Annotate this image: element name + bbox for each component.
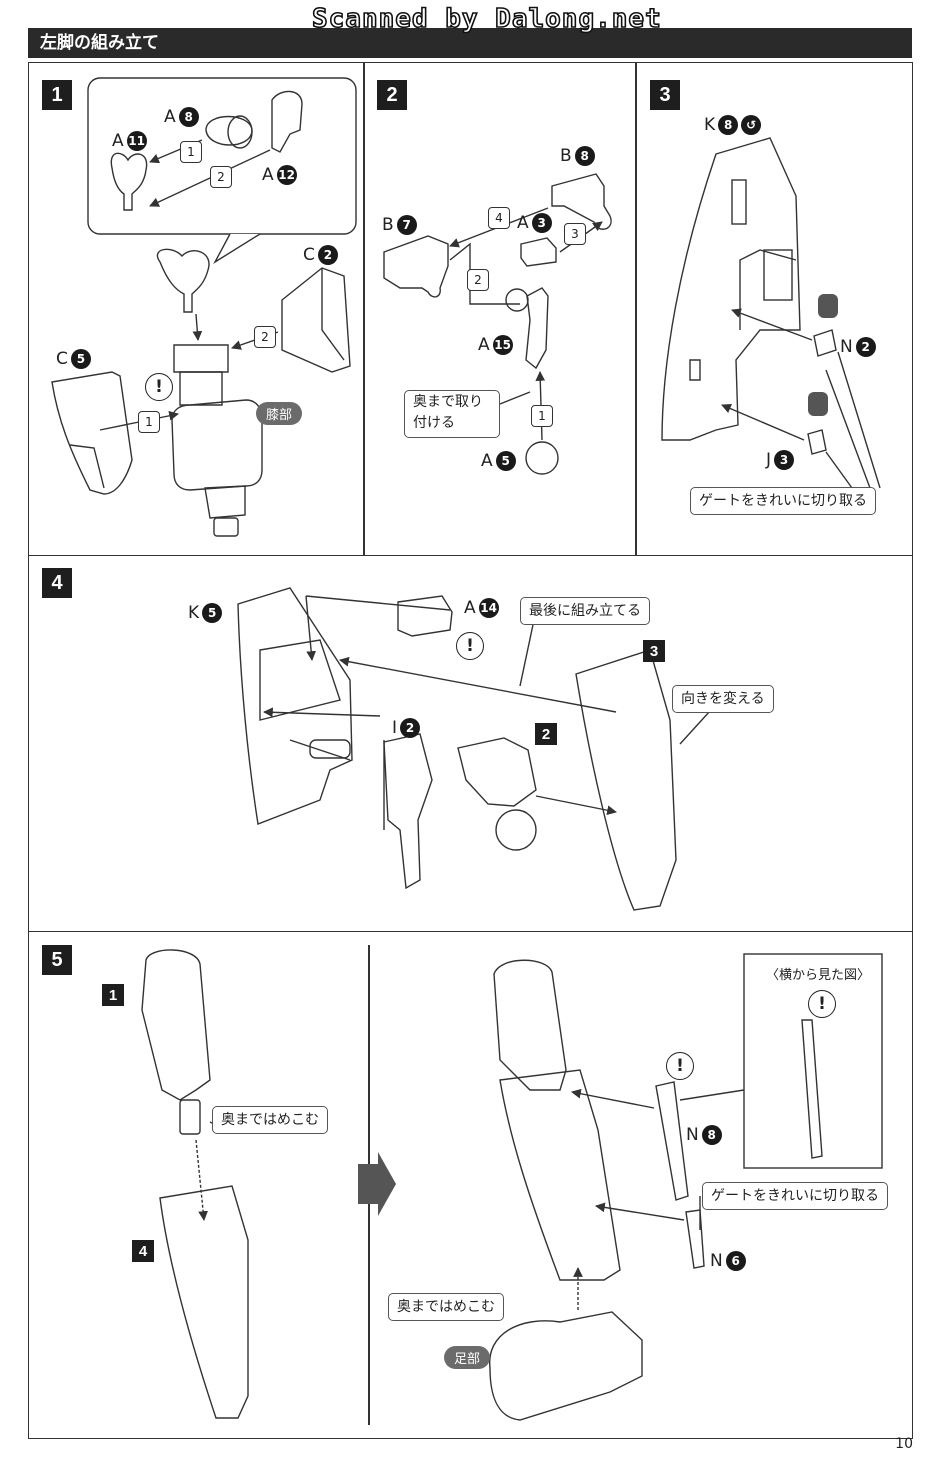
s4-i2-part (383, 733, 433, 890)
s4-ref-step-2: 2 (535, 723, 557, 745)
s4-turn-note: 向きを変える (672, 685, 774, 713)
s5-caution-icon: ! (666, 1052, 694, 1080)
s4-caution-icon: ! (456, 632, 484, 660)
s5-knee-unit (141, 949, 211, 1101)
s3-reverse-icon: ↺ (741, 115, 762, 135)
s1-detail-pointer (213, 233, 261, 264)
s1-order-1b-icon: 1 (138, 411, 160, 433)
s5-foot-tag: 足部 (444, 1346, 491, 1369)
step-5-badge: 5 (42, 945, 72, 975)
s1-knee-top (173, 344, 229, 373)
s5-side-view-part (801, 1019, 823, 1159)
s4-subassembly-2 (457, 737, 537, 807)
s5-upper-leg (493, 959, 567, 1091)
s2-note-callout: 奥まで取り 付ける (404, 390, 500, 438)
s1-c2-cover (281, 267, 351, 373)
s5-press-note: 奥まではめこむ (212, 1106, 328, 1134)
step-2-badge: 2 (377, 80, 407, 110)
s3-nipper-icon-2 (808, 392, 828, 416)
s4-ref-step-3: 3 (643, 640, 665, 662)
s2-a15-rod (525, 287, 549, 370)
s3-n2-part (813, 329, 837, 357)
s1-c5-shell (51, 371, 133, 495)
s2-order-3-icon: 3 (564, 223, 586, 245)
s1-ball-top (156, 248, 210, 313)
s2-note-line1: 奥まで取り (413, 394, 483, 410)
s1-knee-block (171, 399, 263, 491)
s2-a5-ball (525, 441, 559, 475)
s3-j3-part (807, 429, 827, 455)
s5-arrow-right-icon (358, 1152, 396, 1216)
s2-b8-part (551, 173, 612, 230)
s4-panel-3 (575, 649, 677, 911)
s1-knee-tag: 膝部 (256, 402, 303, 425)
step-1-badge: 1 (42, 80, 72, 110)
s1-order-2-icon: 2 (210, 166, 232, 188)
s5-side-caution-icon: ! (808, 990, 836, 1018)
s5-press-note-2: 奥まではめこむ (388, 1293, 504, 1321)
s2-b7-part (383, 235, 449, 298)
s2-note-line2: 付ける (413, 415, 455, 431)
page-number: 10 (895, 1436, 913, 1452)
s1-clip-part (271, 90, 303, 153)
s3-gate-note: ゲートをきれいに切り取る (690, 487, 876, 515)
s5-ref-step-4: 4 (132, 1240, 154, 1262)
s5-leg-frame (159, 1185, 249, 1419)
divider-2-3 (635, 62, 637, 556)
s1-ball-part (110, 152, 148, 211)
s5-shin-frame (499, 1069, 621, 1281)
s1-order-1-icon: 1 (180, 141, 202, 163)
s2-order-2-icon: 2 (467, 269, 489, 291)
s1-caution-icon: ! (145, 373, 173, 401)
divider-1-2 (363, 62, 365, 556)
s1-detail-box (87, 77, 357, 235)
s3-k8-panel (661, 137, 801, 441)
s5-foot-part (489, 1311, 643, 1421)
s5-n8-part (655, 1081, 689, 1201)
s5-ref-step-1: 1 (102, 984, 124, 1006)
s5-gate-note: ゲートをきれいに切り取る (702, 1182, 888, 1210)
s2-ball (505, 288, 529, 312)
scan-watermark: Scanned by Dalong.net (311, 3, 662, 35)
s4-last-note: 最後に組み立てる (520, 597, 650, 625)
s4-k5-panel (237, 587, 353, 825)
s1-cylinder-part (205, 115, 253, 146)
s4-ball (495, 809, 537, 851)
step-3-badge: 3 (650, 80, 680, 110)
page-title: 左脚の組み立て (40, 33, 159, 53)
s2-order-1-icon: 1 (531, 405, 553, 427)
s1-order-2b-icon: 2 (254, 326, 276, 348)
s2-a3-part (520, 237, 557, 267)
step-4-badge: 4 (42, 568, 72, 598)
s5-side-view-title: 〈横から見た図〉 (766, 968, 871, 983)
s2-order-4-icon: 4 (488, 207, 510, 229)
s3-nipper-icon (818, 294, 838, 318)
title-bar (28, 28, 912, 58)
s5-side-view-frame (743, 953, 883, 1169)
s4-a14-part (397, 595, 453, 637)
s5-n6-part (685, 1209, 705, 1269)
panel-step-5 (28, 931, 913, 1439)
